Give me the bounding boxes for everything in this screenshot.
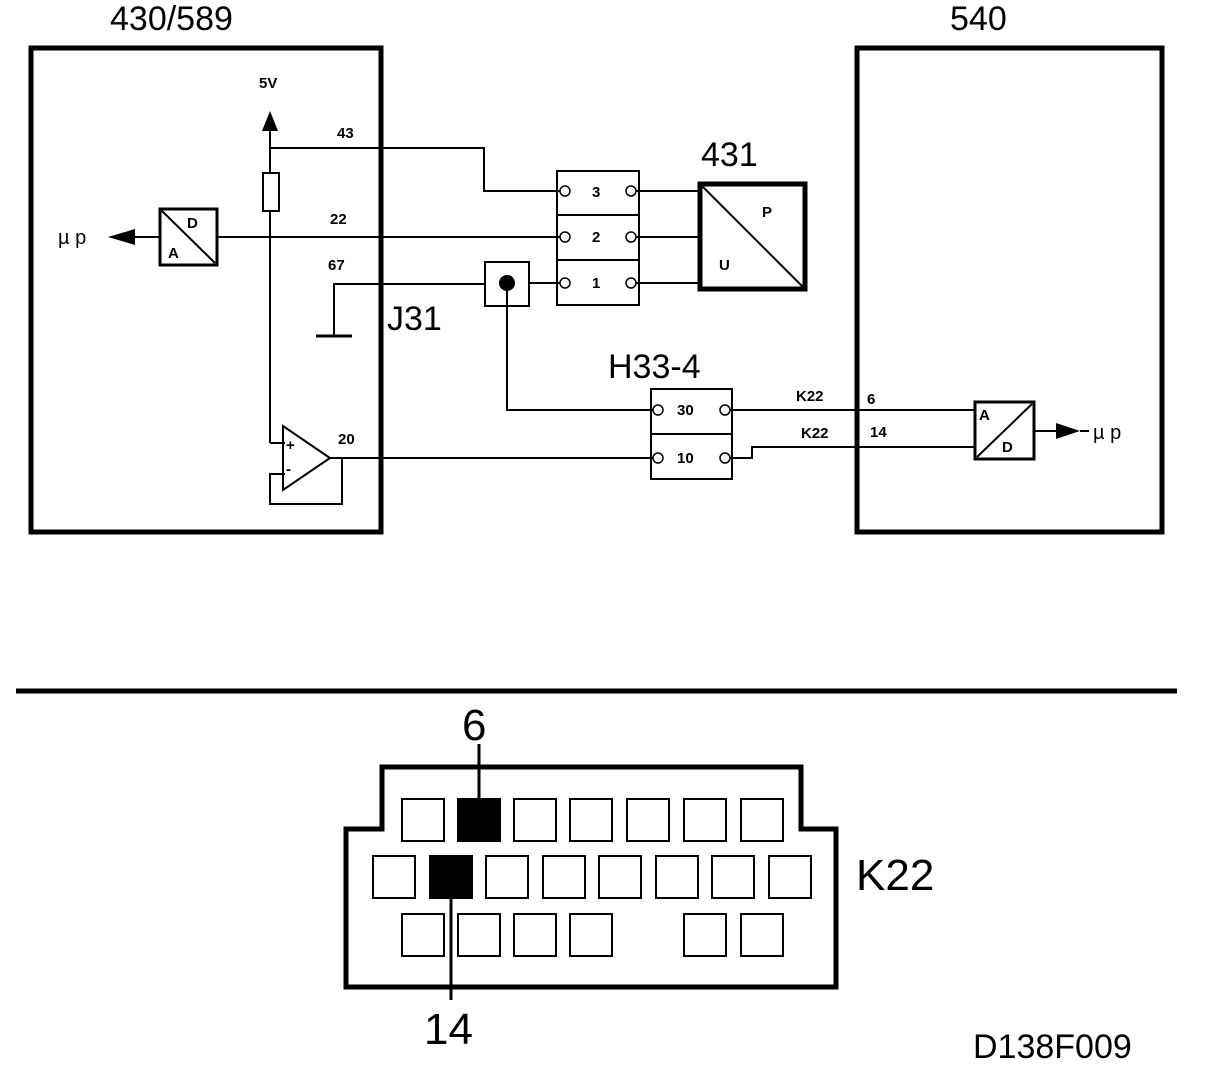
pin-14-callout: 14 <box>424 1005 473 1054</box>
terminal-1-label: 1 <box>592 275 600 292</box>
op-amp-plus-label: + <box>286 437 295 454</box>
wire-43: 43 <box>270 125 562 192</box>
ad-converter-right: A D µ p <box>973 400 1121 461</box>
wire-43-label: 43 <box>337 125 354 142</box>
ad-left-bottom-label: A <box>168 245 179 262</box>
terminal-10-label: 10 <box>677 450 694 467</box>
splice-j31-label: J31 <box>387 300 442 338</box>
wire-67-label: 67 <box>328 257 345 274</box>
wire-pin14-label: 14 <box>870 424 887 441</box>
wire-67: 67 J31 <box>316 257 658 411</box>
sensor-431: P U 431 <box>697 136 808 292</box>
sensor-u-label: U <box>719 257 730 274</box>
pin-14-cavity <box>429 855 473 899</box>
wire-k22-a-label: K22 <box>796 388 824 405</box>
wire-22-label: 22 <box>330 211 347 228</box>
wire-pin6-label: 6 <box>867 391 875 408</box>
pullup-resistor <box>262 172 280 212</box>
module-430-589: 430/589 <box>28 0 384 535</box>
module-540-label: 540 <box>950 0 1007 38</box>
terminal-30-label: 30 <box>677 402 694 419</box>
pin-6-cavity <box>457 798 501 842</box>
wire-k22-b-label: K22 <box>801 425 829 442</box>
harness-h33-4-label: H33-4 <box>608 348 701 386</box>
supply-5v-label: 5V <box>259 75 277 92</box>
op-amp: + - 20 <box>269 424 658 505</box>
wire-k22-pin14: K22 14 <box>730 424 975 459</box>
sensor-431-label: 431 <box>701 136 758 174</box>
terminal-2-label: 2 <box>592 229 600 246</box>
ad-left-top-label: D <box>187 215 198 232</box>
supply-arrow-icon <box>262 111 278 131</box>
supply-5v: 5V <box>259 75 285 444</box>
terminal-3-label: 3 <box>592 184 600 201</box>
module-540: 540 <box>854 0 1165 535</box>
sensor-p-label: P <box>762 204 772 221</box>
op-amp-minus-label: - <box>286 461 291 478</box>
figure-code: D138F009 <box>973 1028 1132 1066</box>
ad-right-bottom-label: D <box>1002 439 1013 456</box>
up-left-label: µ p <box>58 227 86 249</box>
wire-20-label: 20 <box>338 431 355 448</box>
wire-k22-pin6: K22 6 <box>730 388 975 411</box>
pin-6-callout: 6 <box>462 701 486 750</box>
wire-22: 22 <box>217 211 562 238</box>
up-right-arrow-icon <box>1056 423 1080 439</box>
up-right-label: µ p <box>1093 422 1121 444</box>
connector-k22-view: 6 14 K22 <box>343 701 934 1054</box>
ad-right-top-label: A <box>979 407 990 424</box>
connector-k22-label: K22 <box>856 851 934 900</box>
module-430-589-label: 430/589 <box>110 0 233 38</box>
ad-converter-left: D A µ p <box>58 207 219 267</box>
harness-h33-4: H33-4 30 10 <box>608 348 733 480</box>
connector-431: 3 2 1 <box>556 170 700 306</box>
up-left-arrow-icon <box>108 229 135 245</box>
